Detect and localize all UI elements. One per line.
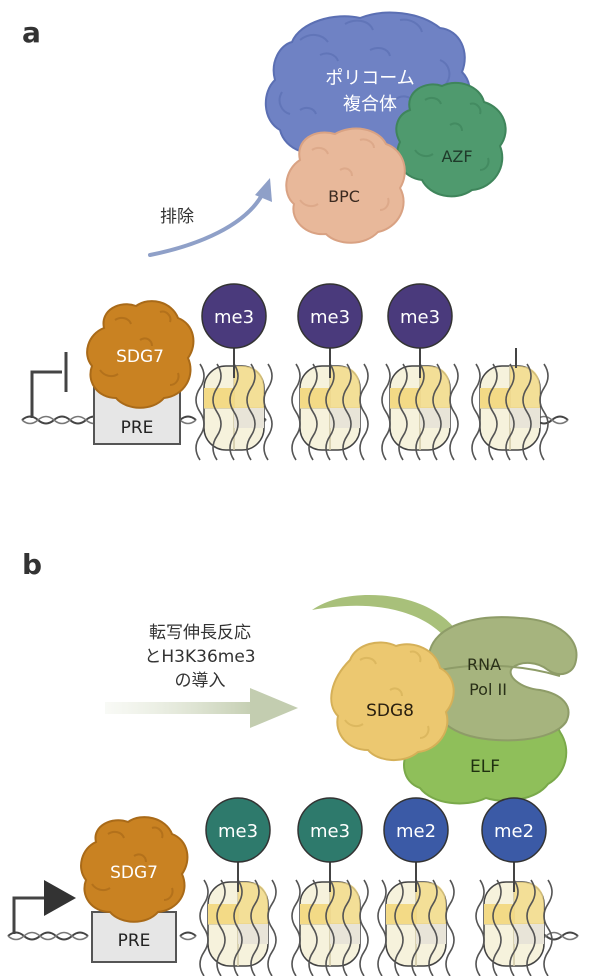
nucleosome-b-2	[291, 879, 369, 976]
histone-mark-a-1: me3	[201, 283, 267, 378]
histone-mark-a-2: me3	[297, 283, 363, 378]
azf-protein: AZF	[395, 81, 507, 198]
histone-mark-b-3-label: me2	[396, 821, 436, 842]
sdg8-protein: SDG8	[330, 641, 455, 761]
panel-a-label: a	[22, 16, 41, 49]
rna-pol-ii: RNA Pol II	[426, 616, 578, 742]
elf-label: ELF	[470, 757, 500, 777]
process-label-line3: の導入	[175, 671, 226, 691]
histone-mark-a-3: me3	[387, 283, 453, 378]
histone-mark-b-4-label: me2	[494, 821, 534, 842]
eviction-arrow	[148, 178, 272, 257]
sdg7-protein-a: SDG7	[86, 300, 195, 409]
bpc-label: BPC	[328, 187, 360, 206]
nucleosome-a-1	[195, 363, 273, 461]
histone-mark-a-1-label: me3	[214, 307, 254, 328]
sdg7-label-b: SDG7	[110, 863, 158, 883]
sdg7-label-a: SDG7	[116, 347, 164, 367]
histone-mark-b-3: me2	[383, 797, 449, 892]
elongation-arrow	[105, 688, 298, 728]
panel-b-label: b	[22, 548, 42, 581]
sdg8-label: SDG8	[366, 701, 414, 721]
pre-label-b: PRE	[118, 931, 151, 951]
blocked-promoter-icon	[30, 352, 68, 418]
nucleosome-b-3	[377, 879, 455, 976]
histone-mark-b-1-label: me3	[218, 821, 258, 842]
polycomb-label-line1: ポリコーム	[325, 68, 414, 89]
process-label-line1: 転写伸長反応	[149, 623, 251, 643]
azf-label: AZF	[441, 147, 472, 166]
active-promoter-icon	[12, 880, 76, 934]
polycomb-label-line2: 複合体	[343, 94, 397, 115]
pre-label-a: PRE	[121, 418, 154, 438]
histone-mark-b-2: me3	[297, 797, 363, 892]
sdg7-protein-b: SDG7	[80, 816, 189, 923]
nucleosome-a-4	[471, 363, 549, 461]
nucleosome-a-2	[291, 363, 369, 461]
nucleosome-row-a: me3 me3 me3	[195, 283, 549, 461]
histone-mark-b-2-label: me3	[310, 821, 350, 842]
process-label-line2: とH3K36me3	[144, 647, 255, 667]
nucleosome-b-1	[199, 879, 277, 976]
rna-pol-label-line1: RNA	[467, 655, 501, 674]
nucleosome-a-3	[381, 363, 459, 461]
eviction-label: 排除	[160, 207, 194, 227]
nucleosome-b-4	[475, 879, 553, 976]
histone-mark-b-1: me3	[205, 797, 271, 892]
histone-mark-a-2-label: me3	[310, 307, 350, 328]
rna-transcript	[312, 594, 462, 646]
histone-mark-a-3-label: me3	[400, 307, 440, 328]
nucleosome-row-b: me3 me3 me2 me2	[199, 797, 553, 976]
bpc-protein: BPC	[285, 127, 406, 244]
rna-pol-label-line2: Pol II	[469, 680, 507, 699]
histone-mark-b-4: me2	[481, 797, 547, 892]
